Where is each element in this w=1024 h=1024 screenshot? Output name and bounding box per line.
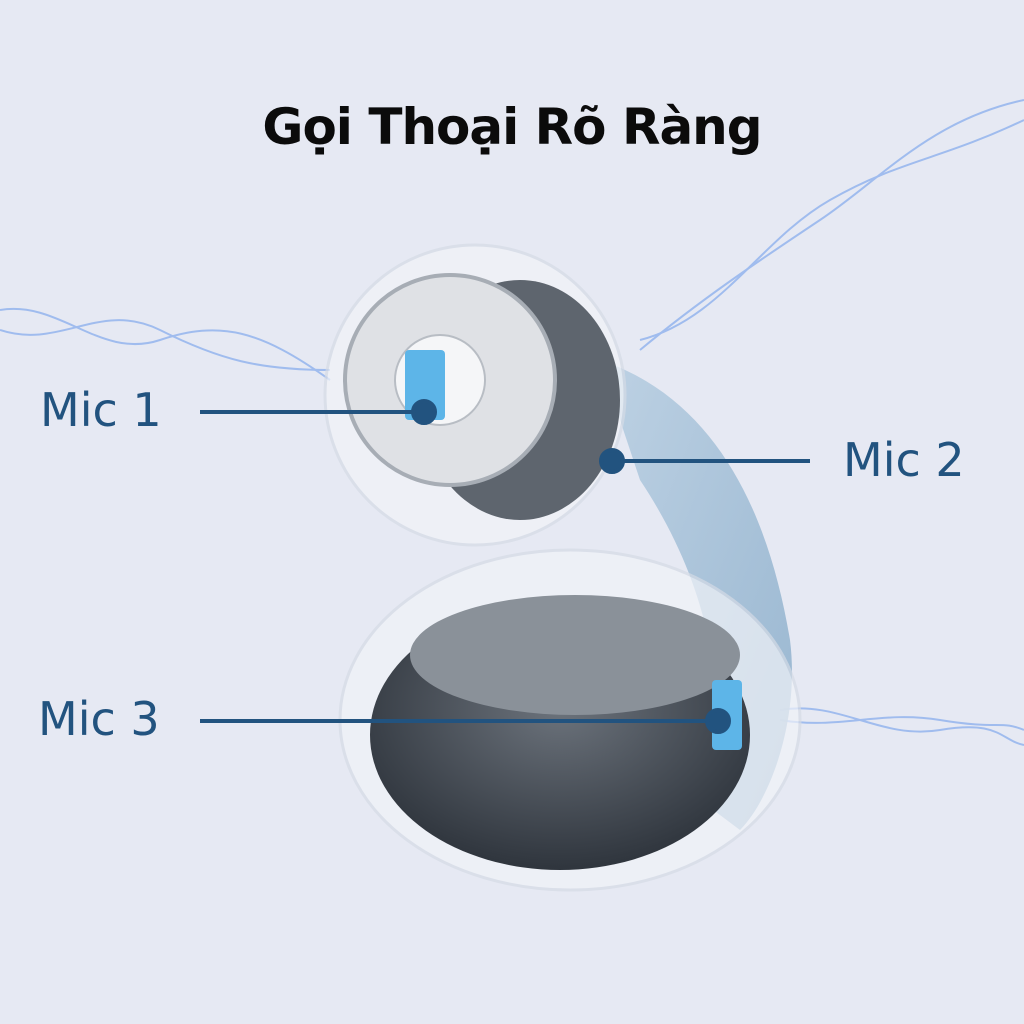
mic-callout-lines <box>200 399 810 734</box>
page-title: Gọi Thoại Rõ Ràng <box>262 98 762 156</box>
sound-waves <box>0 99 1024 746</box>
mic2-dot <box>599 448 625 474</box>
mic2-label: Mic 2 <box>843 433 965 487</box>
mic3-label: Mic 3 <box>38 692 160 746</box>
mic3-dot <box>705 708 731 734</box>
mic1-label: Mic 1 <box>40 383 162 437</box>
mic1-dot <box>411 399 437 425</box>
